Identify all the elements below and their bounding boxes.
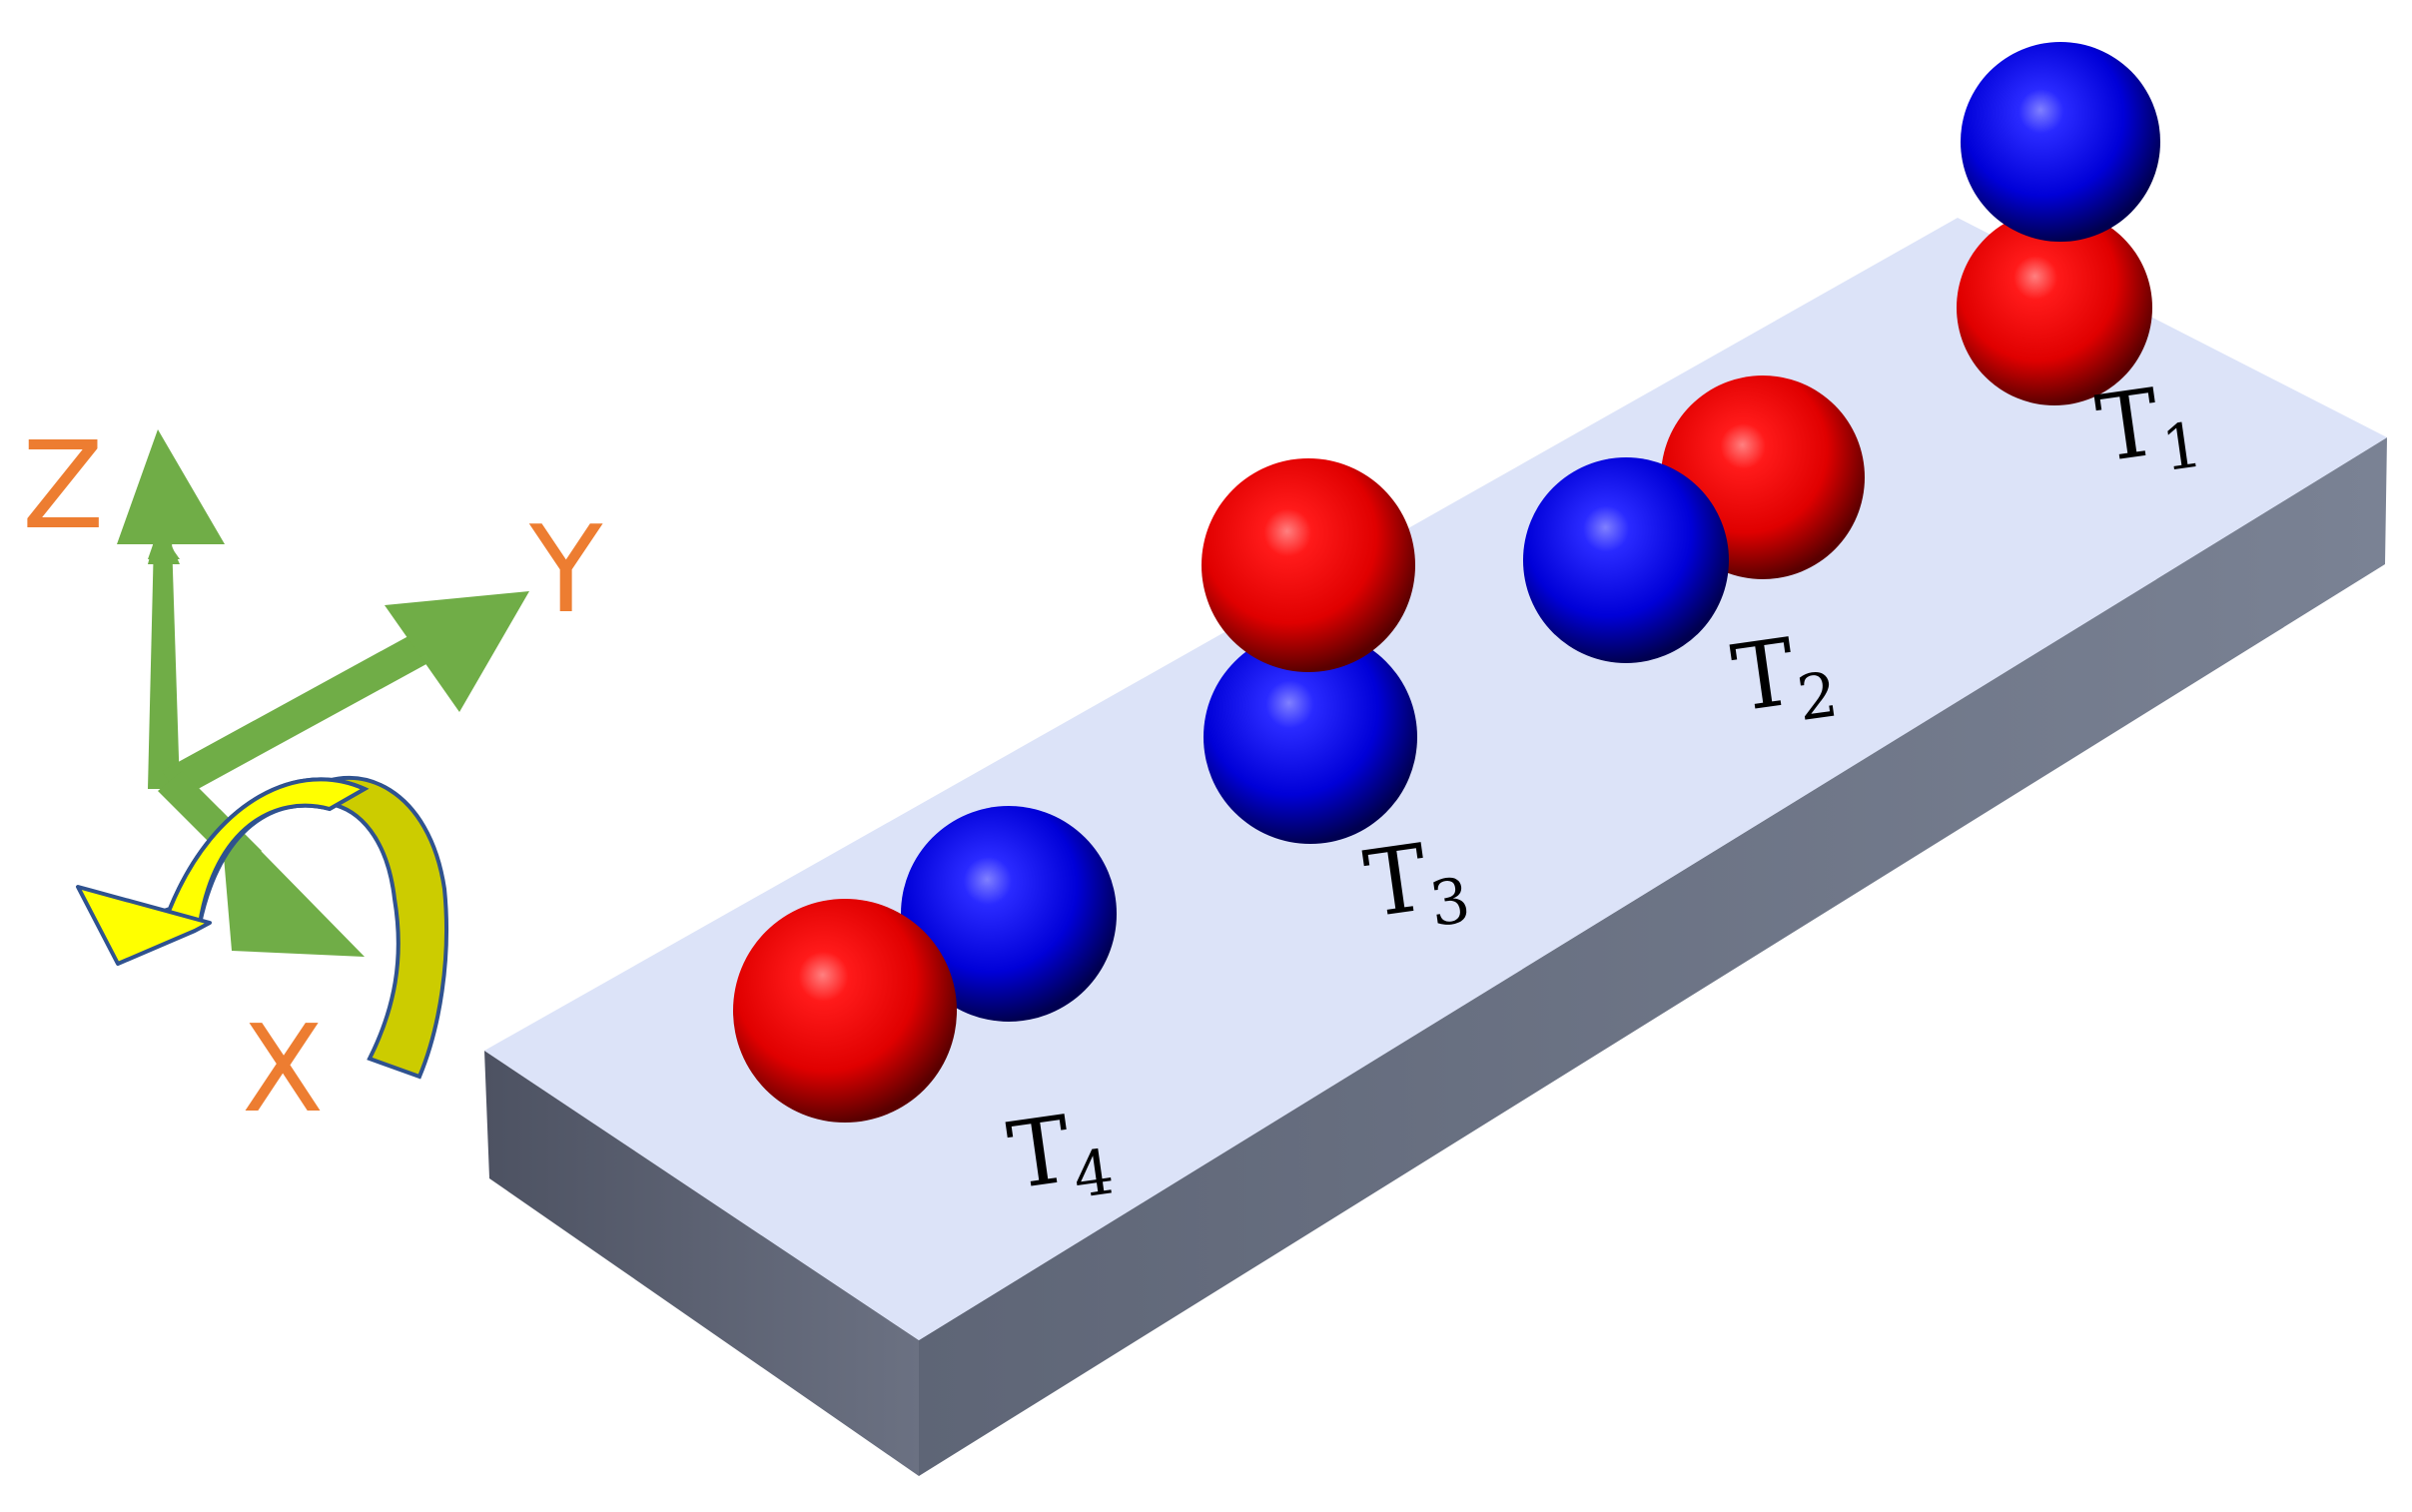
y-axis-label: Y [528,501,603,640]
x-axis-label: X [242,1001,324,1139]
molecule-t4: T4 [733,806,1118,1221]
rotation-arrow-icon [76,775,448,1080]
x-axis-arrow [158,771,365,957]
blue-atom [1523,457,1729,663]
molecule-t3: T3 [1202,458,1474,950]
red-atom [1202,458,1415,672]
slab-front-face [919,437,2387,1476]
red-atom [733,899,957,1123]
substrate-slab [484,218,2387,1476]
molecule-t1: T1 [1957,42,2206,494]
blue-atom [1961,42,2160,242]
y-axis-arrow [162,591,529,799]
blue-atom [1204,630,1417,844]
molecule-label-t4: T4 [1002,1091,1118,1221]
z-axis-arrow [117,429,225,789]
z-axis-label: Z [22,417,104,556]
slab-side-face [484,1051,919,1476]
molecule-t2: T2 [1523,376,1865,744]
molecule-label-t2: T2 [1726,613,1842,744]
molecule-label-t3: T3 [1358,819,1474,950]
coordinate-axes: Z Y X [22,417,603,1139]
molecule-label-t1: T1 [2090,364,2206,494]
blue-atom [901,806,1117,1022]
slab-top-face [484,218,2387,1340]
red-atom [1957,210,2152,405]
